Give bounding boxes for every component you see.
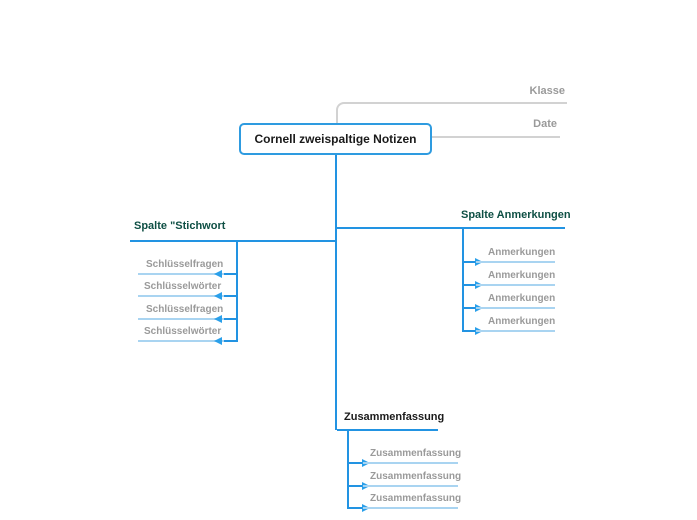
child-connector (347, 462, 363, 464)
child-underline (138, 295, 226, 297)
branch-zusammenfassung-line (337, 429, 438, 431)
arrow-left-icon (214, 292, 222, 300)
child-underline (363, 485, 458, 487)
child-underline (476, 307, 555, 309)
branch-stichwort-vline (236, 241, 238, 342)
trunk-line (335, 155, 337, 430)
node-anmerkungen[interactable]: Spalte Anmerkungen (461, 209, 571, 221)
child-node[interactable]: Schlüsselwörter (144, 326, 222, 337)
connector-klasse-line (336, 102, 567, 124)
child-underline (138, 273, 226, 275)
child-node[interactable]: Anmerkungen (488, 270, 556, 281)
node-stichwort[interactable]: Spalte "Stichwort (134, 220, 226, 232)
child-node[interactable]: Anmerkungen (488, 293, 556, 304)
child-underline (138, 340, 226, 342)
child-underline (476, 284, 555, 286)
child-underline (363, 462, 458, 464)
node-zusammenfassung[interactable]: Zusammenfassung (344, 411, 445, 423)
child-node[interactable]: Anmerkungen (488, 316, 556, 327)
child-node[interactable]: Schlüsselfragen (146, 304, 224, 315)
branch-anmerkungen-vline (462, 228, 464, 332)
branch-stichwort-line (130, 240, 337, 242)
node-klasse[interactable]: Klasse (529, 85, 565, 97)
root-node[interactable]: Cornell zweispaltige Notizen (239, 123, 432, 155)
node-date[interactable]: Date (533, 118, 557, 130)
connector-date-line (432, 136, 560, 138)
child-connector (224, 340, 238, 342)
child-connector (224, 273, 238, 275)
child-connector (347, 507, 363, 509)
child-connector (462, 307, 476, 309)
arrow-left-icon (214, 270, 222, 278)
child-node[interactable]: Zusammenfassung (370, 493, 462, 504)
arrow-left-icon (214, 315, 222, 323)
child-connector (462, 261, 476, 263)
child-connector (462, 284, 476, 286)
child-connector (462, 330, 476, 332)
child-node[interactable]: Zusammenfassung (370, 471, 462, 482)
child-underline (363, 507, 458, 509)
child-node[interactable]: Anmerkungen (488, 247, 556, 258)
child-node[interactable]: Zusammenfassung (370, 448, 462, 459)
child-node[interactable]: Schlüsselwörter (144, 281, 222, 292)
branch-anmerkungen-line (337, 227, 565, 229)
child-underline (138, 318, 226, 320)
root-node-label: Cornell zweispaltige Notizen (254, 132, 417, 146)
child-underline (476, 261, 555, 263)
arrow-left-icon (214, 337, 222, 345)
child-connector (347, 485, 363, 487)
child-connector (224, 295, 238, 297)
child-node[interactable]: Schlüsselfragen (146, 259, 224, 270)
child-underline (476, 330, 555, 332)
branch-zusammenfassung-vline (347, 430, 349, 509)
child-connector (224, 318, 238, 320)
